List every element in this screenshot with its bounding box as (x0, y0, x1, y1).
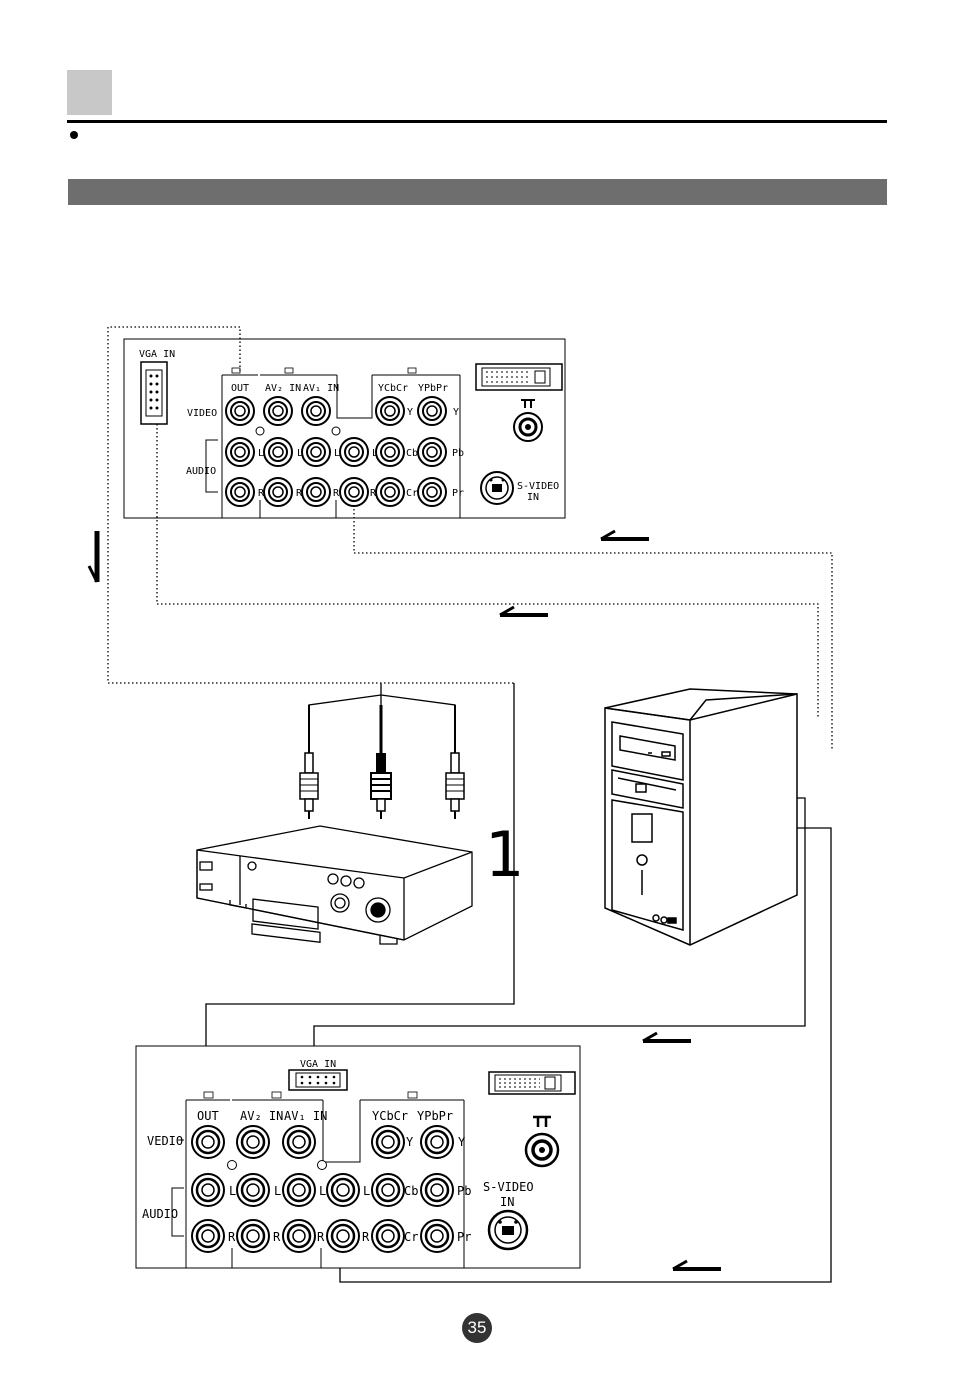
top-ycbcr-label: YCbCr (378, 383, 408, 394)
bottom-audio-label: AUDIO (142, 1207, 178, 1221)
svg-text:Pr: Pr (452, 488, 464, 499)
svg-text:R: R (296, 488, 303, 499)
rca-plug-icon (446, 705, 464, 819)
bottom-tv-rear-panel: VGA IN OUT AV₂ IN (136, 1046, 580, 1268)
svg-text:Cb: Cb (404, 1184, 418, 1198)
svg-text:S-VIDEO: S-VIDEO (483, 1180, 534, 1194)
bottom-dvi-port-icon (489, 1072, 575, 1094)
svg-text:L: L (319, 1184, 326, 1198)
svg-text:R: R (273, 1230, 281, 1244)
svg-text:L: L (229, 1184, 236, 1198)
svg-text:Y: Y (458, 1135, 466, 1149)
svg-text:L: L (334, 448, 340, 459)
top-video-label: VIDEO (187, 408, 217, 419)
step-number: 1 (485, 818, 524, 891)
svg-text:AV₁ IN: AV₁ IN (284, 1109, 327, 1123)
top-vga-port-icon (141, 362, 167, 424)
arrow-left-icon (601, 531, 649, 539)
svg-text:VGA IN: VGA IN (300, 1059, 336, 1070)
svg-text:R: R (370, 488, 377, 499)
top-av1-label: AV₁ IN (303, 383, 339, 394)
svg-text:OUT: OUT (197, 1109, 219, 1123)
svg-text:IN: IN (500, 1195, 514, 1209)
page-number: 35 (462, 1313, 492, 1343)
bottom-svideo-port-icon (489, 1211, 527, 1249)
svg-text:R: R (317, 1230, 325, 1244)
bottom-vga-port-icon (289, 1070, 347, 1090)
svg-text:Pb: Pb (457, 1184, 471, 1198)
svg-text:Cb: Cb (406, 448, 418, 459)
top-av2-label: AV₂ IN (265, 383, 301, 394)
top-tv-rear-panel: VGA IN OUT AV₂ IN AV₁ IN YCbCr YPbPr V (124, 339, 565, 518)
svg-text:Y: Y (453, 407, 459, 418)
top-ypbpr-label: YPbPr (418, 383, 448, 394)
svg-text:R: R (258, 488, 265, 499)
top-dvi-port-icon (476, 364, 562, 390)
svg-text:L: L (258, 448, 264, 459)
arrow-left-icon (673, 1261, 721, 1269)
svg-text:R: R (228, 1230, 236, 1244)
svg-text:R: R (362, 1230, 370, 1244)
top-svideo-port-icon (481, 472, 513, 504)
svg-text:Pr: Pr (457, 1230, 471, 1244)
rca-plug-icon (300, 705, 318, 819)
svg-text:Pb: Pb (452, 448, 464, 459)
rca-plug-icon (371, 705, 391, 819)
svg-text:L: L (363, 1184, 370, 1198)
svg-text:Y: Y (406, 1135, 414, 1149)
svg-text:L: L (372, 448, 378, 459)
svg-text:YCbCr: YCbCr (372, 1109, 408, 1123)
svg-text:Y: Y (407, 407, 413, 418)
svg-text:L: L (274, 1184, 281, 1198)
dvd-player-illustration (197, 826, 472, 944)
pc-tower-illustration (605, 689, 797, 945)
svg-text:YPbPr: YPbPr (417, 1109, 453, 1123)
top-out-label: OUT (231, 383, 249, 394)
svg-text:IN: IN (527, 492, 539, 503)
svg-text:Cr: Cr (406, 488, 418, 499)
arrow-left-icon (643, 1033, 691, 1041)
svg-text:Cr: Cr (404, 1230, 418, 1244)
arrow-down-icon (89, 531, 97, 582)
bottom-video-label: VEDIO (147, 1134, 183, 1148)
svg-text:AV₂ IN: AV₂ IN (240, 1109, 283, 1123)
svg-text:R: R (333, 488, 340, 499)
arrow-left-icon (500, 607, 548, 615)
svg-text:L: L (297, 448, 303, 459)
top-audio-label: AUDIO (186, 466, 216, 477)
svg-text:S-VIDEO: S-VIDEO (517, 481, 559, 492)
top-vga-label: VGA IN (139, 349, 175, 360)
